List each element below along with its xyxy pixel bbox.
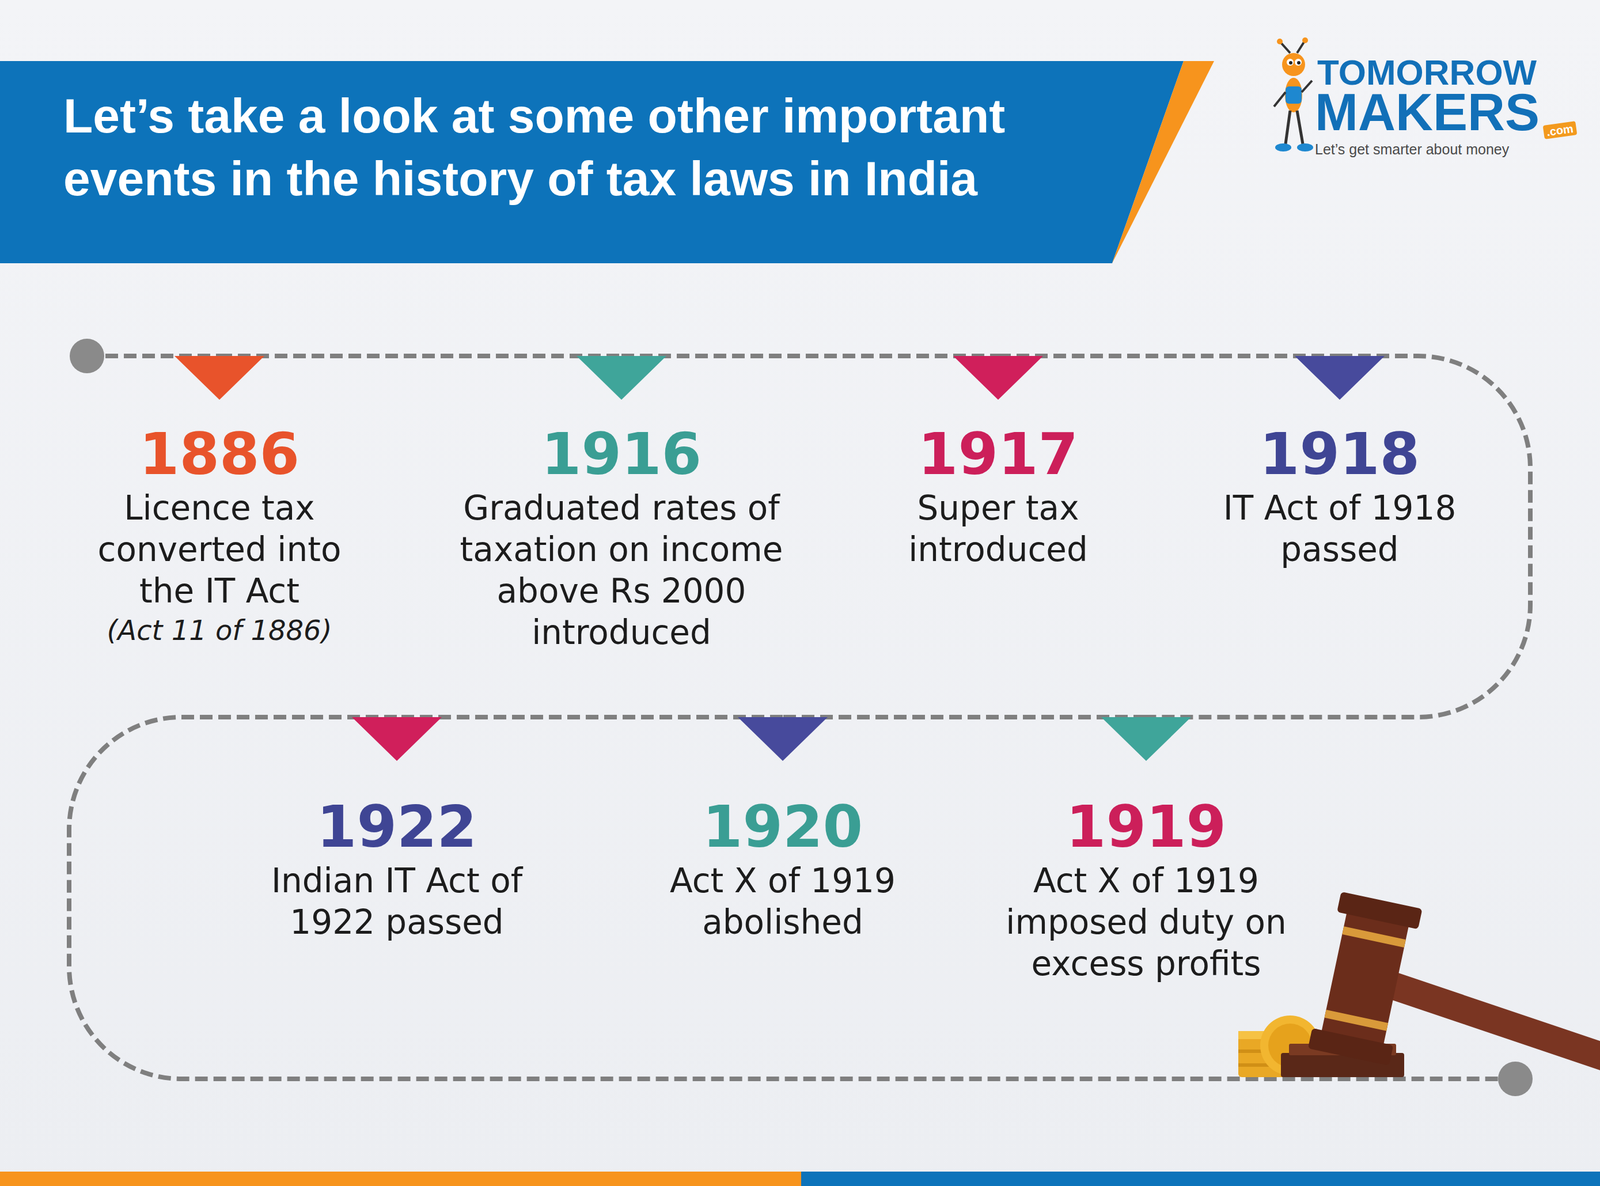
marker-triangle bbox=[1294, 355, 1385, 400]
track-end bbox=[69, 717, 1516, 1079]
marker-triangle bbox=[174, 355, 265, 400]
timeline-event: 1918IT Act of 1918 passed bbox=[1189, 355, 1490, 571]
timeline-connector bbox=[621, 353, 999, 359]
timeline-marker bbox=[953, 355, 1044, 400]
timeline-event: 1886Licence tax converted into the IT Ac… bbox=[75, 355, 364, 649]
marker-triangle bbox=[953, 355, 1044, 400]
track-end-dot bbox=[1498, 1061, 1533, 1097]
timeline-event: 1916Graduated rates of taxation on incom… bbox=[425, 355, 818, 654]
timeline-marker bbox=[1294, 355, 1385, 400]
timeline-event: 1922Indian IT Act of 1922 passed bbox=[229, 717, 564, 943]
timeline-event: 1917Super tax introduced bbox=[874, 355, 1122, 571]
event-description: Licence tax converted into the IT Act bbox=[80, 487, 359, 612]
page-title: Let’s take a look at some other importan… bbox=[63, 84, 1124, 211]
gavel-illustration bbox=[1238, 891, 1600, 1078]
event-year: 1918 bbox=[1194, 421, 1485, 488]
timeline-marker bbox=[737, 717, 828, 761]
marker-triangle bbox=[1101, 717, 1192, 761]
event-description: Act X of 1919 abolished bbox=[649, 859, 917, 943]
timeline-connector bbox=[396, 714, 783, 720]
timeline-event: 1920Act X of 1919 abolished bbox=[644, 717, 921, 943]
brand-word: MAKERS bbox=[1314, 84, 1540, 142]
timeline-marker bbox=[351, 717, 442, 761]
marker-triangle bbox=[351, 717, 442, 761]
event-year: 1920 bbox=[649, 793, 917, 860]
ant-mascot bbox=[1274, 37, 1314, 152]
timeline-marker bbox=[1101, 717, 1192, 761]
header-accent bbox=[1112, 61, 1215, 264]
event-year: 1917 bbox=[878, 421, 1118, 488]
brand-badge: .com bbox=[1542, 120, 1577, 140]
track-start-dot bbox=[69, 338, 105, 374]
brand-tagline: Let’s get smarter about money bbox=[1314, 141, 1509, 158]
timeline-connector bbox=[219, 353, 622, 359]
event-year: 1922 bbox=[234, 793, 560, 860]
event-description: IT Act of 1918 passed bbox=[1194, 487, 1485, 571]
event-description: Act X of 1919 imposed duty on excess pro… bbox=[989, 859, 1303, 985]
event-year: 1886 bbox=[80, 421, 359, 488]
timeline-connector bbox=[998, 353, 1340, 359]
marker-triangle bbox=[576, 355, 667, 400]
marker-triangle bbox=[737, 717, 828, 761]
timeline-event: 1919Act X of 1919 imposed duty on excess… bbox=[984, 717, 1308, 985]
event-note: (Act 11 of 1886) bbox=[80, 611, 359, 649]
header-band bbox=[0, 61, 1184, 264]
event-description: Indian IT Act of 1922 passed bbox=[234, 859, 560, 943]
event-year: 1916 bbox=[430, 421, 813, 488]
timeline-marker bbox=[174, 355, 265, 400]
timeline-connector bbox=[1146, 355, 1531, 718]
event-description: Graduated rates of taxation on income ab… bbox=[430, 487, 813, 654]
footer-bar-orange bbox=[0, 1171, 802, 1186]
footer-bar-blue bbox=[801, 1171, 1600, 1186]
event-description: Super tax introduced bbox=[878, 487, 1118, 571]
event-year: 1919 bbox=[989, 793, 1303, 860]
timeline-connector bbox=[782, 714, 1147, 720]
timeline-marker bbox=[576, 355, 667, 400]
